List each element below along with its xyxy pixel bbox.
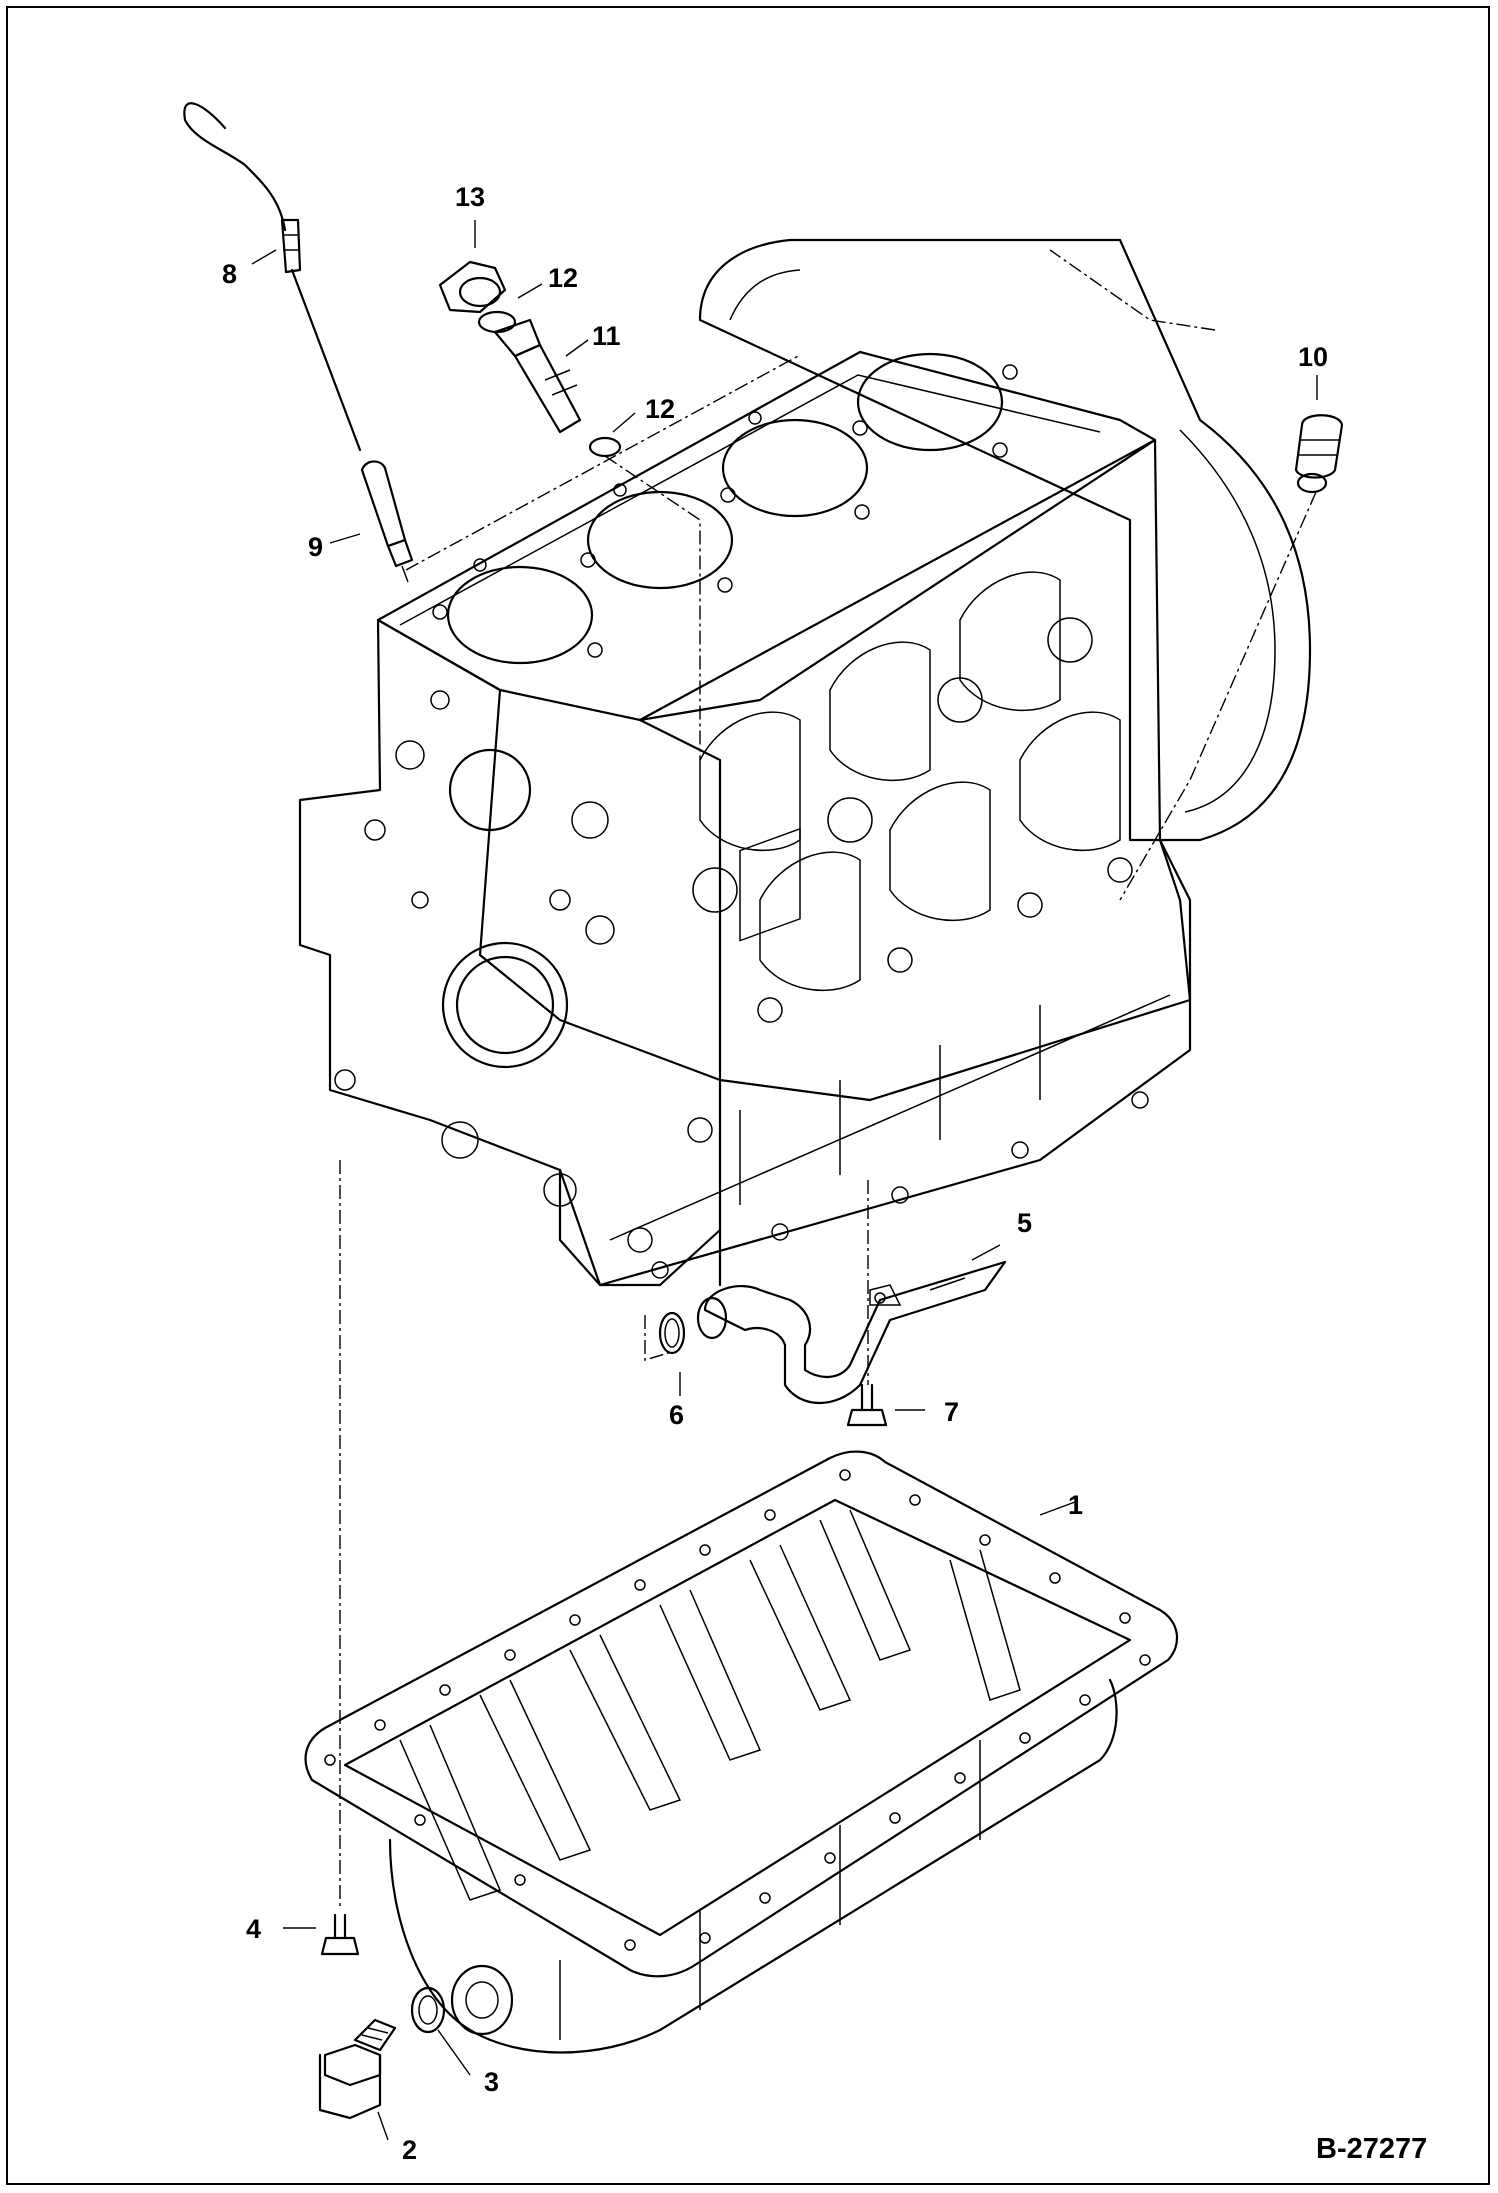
callout-13: 13	[455, 182, 485, 212]
callout-12-lower: 12	[645, 394, 675, 424]
block-plug	[1294, 414, 1344, 494]
oil-pan	[304, 1450, 1179, 2054]
strainer-bolt	[846, 1383, 888, 1427]
callout-11: 11	[592, 321, 621, 351]
figure-code: B-27277	[1316, 2133, 1427, 2165]
callout-7: 7	[944, 1397, 959, 1427]
callout-2: 2	[402, 2135, 417, 2165]
drain-plug	[318, 2018, 397, 2120]
filler-o-ring-upper	[477, 310, 517, 334]
callout-10: 10	[1298, 342, 1328, 372]
callout-6: 6	[669, 1400, 684, 1430]
callout-8: 8	[222, 259, 237, 289]
strainer-o-ring	[658, 1311, 686, 1355]
diagram-frame	[6, 6, 1490, 2185]
assembly-lines	[339, 249, 1317, 1910]
leader-lines	[251, 220, 1318, 2141]
callout-5: 5	[1017, 1208, 1032, 1238]
oil-strainer	[696, 1260, 1007, 1405]
oil-pan-bolt	[320, 1913, 360, 1956]
oil-filler-cap	[438, 260, 507, 314]
oil-filler-pipe	[493, 318, 582, 434]
drain-plug-gasket	[410, 1986, 446, 2034]
callout-12-upper: 12	[548, 263, 578, 293]
dipstick-guide	[360, 460, 414, 583]
callout-4: 4	[246, 1914, 261, 1944]
callout-9: 9	[308, 532, 323, 562]
cylinder-block	[298, 238, 1312, 1287]
callout-1: 1	[1068, 1490, 1083, 1520]
dipstick	[183, 102, 362, 452]
filler-o-ring-lower	[588, 436, 622, 458]
callout-3: 3	[484, 2067, 499, 2097]
